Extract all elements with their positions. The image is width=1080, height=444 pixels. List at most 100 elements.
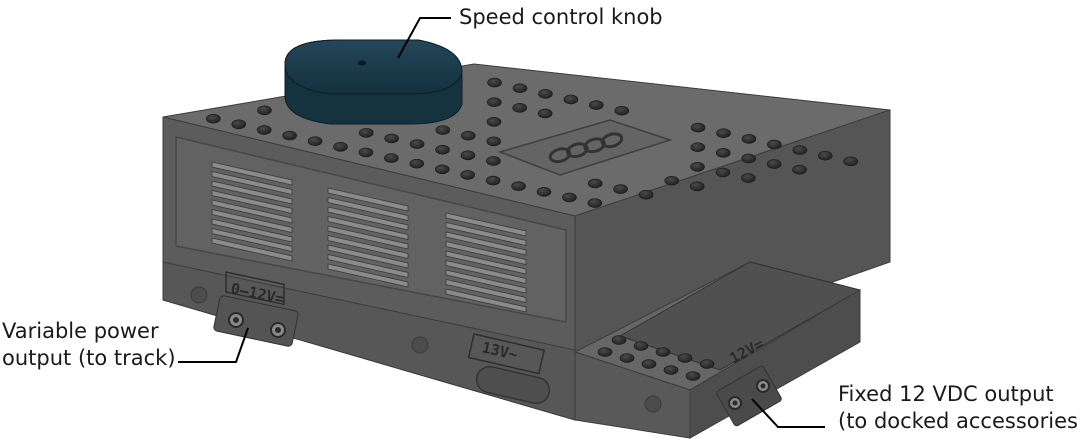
stud — [641, 359, 657, 369]
stud — [486, 116, 502, 127]
vent-slat — [211, 171, 293, 195]
vent-slat — [211, 209, 293, 233]
top-studs — [206, 77, 858, 208]
stud — [792, 145, 808, 155]
stud — [613, 184, 628, 194]
stud — [511, 181, 526, 191]
label-fixed-output: Fixed 12 VDC output (to docked accessori… — [838, 381, 1080, 435]
ac-input-slot — [475, 365, 551, 405]
vent-slat — [327, 197, 409, 221]
leader-line-knob — [397, 17, 451, 59]
stud — [767, 139, 782, 150]
stud — [435, 144, 450, 155]
stud — [460, 170, 475, 180]
vent-slat — [445, 260, 527, 284]
stud — [536, 186, 552, 197]
stud — [485, 175, 501, 186]
vent-slat — [445, 279, 527, 303]
vent-slat — [327, 206, 409, 231]
stud — [512, 83, 528, 94]
stud — [538, 89, 553, 99]
stud — [435, 125, 451, 135]
vent-slat — [211, 228, 293, 252]
vent-slat — [327, 225, 409, 250]
stud — [257, 105, 272, 116]
vent-slat — [445, 231, 527, 256]
stud — [655, 347, 671, 357]
stud — [307, 136, 323, 146]
stud — [587, 178, 603, 189]
stud — [716, 128, 731, 139]
stud — [843, 156, 858, 167]
stud — [633, 341, 649, 351]
stud — [611, 335, 627, 345]
vent-slat — [327, 263, 409, 288]
vent-slat — [327, 216, 409, 240]
stud — [690, 161, 705, 172]
stud — [663, 365, 679, 375]
stud — [256, 125, 272, 135]
stud — [685, 371, 701, 381]
stud — [384, 153, 399, 163]
label-variable-line2: output (to track) — [2, 346, 176, 370]
stud — [597, 347, 613, 357]
vent-slat — [211, 199, 293, 224]
speed-control-knob — [284, 39, 463, 125]
stud — [563, 94, 579, 105]
vent-slat — [445, 288, 527, 313]
stud — [677, 353, 693, 363]
vent-slat — [445, 269, 527, 294]
stud — [619, 353, 635, 363]
stud — [715, 148, 731, 158]
front-hole-middle — [411, 336, 429, 354]
stud — [689, 181, 705, 192]
stud — [409, 139, 425, 149]
label-variable-power-output: Variable power output (to track) — [2, 318, 176, 372]
stud — [231, 119, 247, 130]
label-variable-line1: Variable power — [2, 319, 159, 343]
vent-slat — [445, 222, 527, 246]
vent-slat — [327, 187, 409, 212]
leader-line-variable — [178, 327, 249, 363]
stud — [282, 130, 297, 141]
stud — [690, 122, 706, 133]
vent-slat — [211, 180, 293, 205]
stud — [384, 133, 399, 144]
stud — [486, 97, 502, 107]
stud — [664, 175, 680, 186]
stud — [434, 164, 450, 175]
front-hole-right — [644, 395, 662, 413]
stud — [638, 189, 654, 200]
body-side-face — [574, 109, 891, 373]
front-vents — [211, 161, 527, 313]
vent-slat — [445, 250, 527, 275]
vent-slat — [211, 218, 293, 243]
stud — [792, 164, 807, 175]
stud — [460, 130, 476, 141]
stud — [690, 142, 706, 152]
vent-slat — [211, 190, 293, 214]
leader-line-fixed — [751, 398, 825, 428]
vent-slat — [445, 212, 527, 237]
vent-slat — [327, 244, 409, 269]
label-fixed-line2: (to docked accessories) — [838, 409, 1080, 433]
stud — [614, 105, 630, 116]
stud — [460, 150, 476, 161]
front-hole-left — [190, 286, 208, 304]
stud — [333, 141, 348, 152]
vent-slat — [211, 237, 293, 262]
stud — [537, 108, 553, 119]
stud — [409, 158, 425, 169]
stud — [487, 77, 502, 88]
fixed-output-connector — [716, 365, 782, 427]
stud — [587, 198, 603, 208]
label-knob-text: Speed control knob — [459, 5, 663, 29]
stud — [562, 192, 577, 203]
vent-slat — [327, 254, 409, 278]
stud — [206, 113, 221, 124]
stud — [766, 159, 782, 169]
stud — [699, 359, 715, 369]
stud — [741, 153, 756, 164]
vent-slat — [445, 241, 527, 265]
